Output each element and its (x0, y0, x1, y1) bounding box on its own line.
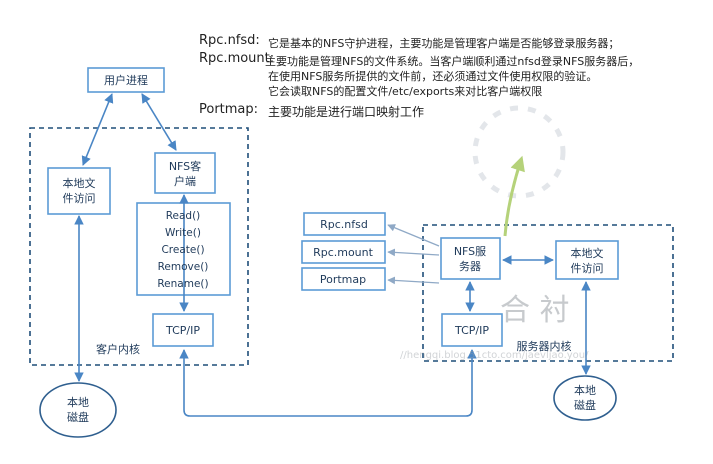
nfs-server-box (440, 237, 501, 280)
server-kernel-label: 服务器内核 (517, 339, 572, 353)
portmap-term: Portmap: (199, 102, 259, 117)
nfs-client-box (154, 152, 216, 194)
network-link (179, 349, 477, 417)
op-create: Create() (161, 244, 204, 256)
arrow-nfs-server-to-rpc-mount (387, 248, 440, 257)
client-tcpip-label: TCP/IP (165, 324, 200, 337)
nfs-server-label-1: NFS服 (454, 245, 486, 258)
rpc-mount-description-line2: 在使用NFS服务所提供的文件前，还必须通过文件使用权限的验证。 (268, 70, 598, 83)
client-disk (39, 382, 117, 438)
op-write: Write() (165, 227, 201, 239)
server-local-file-access-label-1: 本地文 (571, 246, 604, 260)
portmap-box (301, 267, 386, 291)
op-rename: Rename() (157, 278, 208, 290)
server-tcpip-label: TCP/IP (454, 324, 489, 337)
client-kernel-label: 客户内核 (96, 342, 140, 356)
rpc-nfsd-term: Rpc.nfsd: (199, 33, 260, 48)
watermark-chars: 合 衬 (500, 293, 570, 328)
rpc-mount-term: Rpc.mount: (199, 51, 275, 66)
server-local-file-access-label-2: 件访问 (571, 262, 604, 275)
rpc-nfsd-description: 它是基本的NFS守护进程，主要功能是管理客户端是否能够登录服务器； (268, 37, 620, 50)
rpc-mount-description-line3: 它会读取NFS的配置文件/etc/exports来对比客户端权限 (268, 85, 543, 98)
client-local-file-access-box (47, 167, 111, 215)
client-local-file-access-label-1: 本地文 (63, 176, 96, 190)
arrow-user-to-nfs-client (141, 93, 177, 151)
client-kernel-region (29, 127, 249, 366)
server-disk (553, 375, 617, 421)
server-kernel-region (422, 224, 674, 362)
server-disk-label-2: 磁盘 (574, 398, 596, 412)
portmap-label: Portmap (320, 273, 366, 286)
rpc-nfsd-box (303, 212, 386, 236)
portmap-description: 主要功能是进行端口映射工作 (268, 105, 425, 119)
green-watermark-arrow (503, 155, 525, 237)
nfs-server-label-2: 务器 (459, 260, 481, 273)
server-disk-label-1: 本地 (574, 383, 596, 397)
client-disk-label-2: 磁盘 (67, 410, 89, 424)
op-remove: Remove() (158, 261, 209, 273)
arrow-user-to-local (81, 93, 114, 166)
nfs-client-label-2: 户端 (174, 174, 196, 188)
user-process-box (87, 67, 165, 93)
watermark-circle (472, 105, 566, 199)
rpc-mount-label: Rpc.mount (313, 246, 374, 259)
rpc-mount-description-line1: 主要功能是管理NFS的文件系统。当客户端顺利通过nfsd登录NFS服务器后， (265, 55, 640, 68)
client-tcpip-box (152, 313, 214, 347)
nfs-client-label-1: NFS客 (169, 159, 201, 173)
rpc-mount-box (301, 240, 386, 264)
watermark-url: //hengqi.blog.51cto.com/jaevljao.you/ (400, 350, 589, 361)
server-tcpip-box (441, 313, 503, 347)
arrow-nfs-server-to-rpc-nfsd (387, 224, 440, 247)
op-read: Read() (166, 210, 201, 222)
user-process-label: 用户进程 (104, 73, 148, 87)
client-disk-label-1: 本地 (67, 395, 89, 409)
arrow-nfs-server-to-portmap (387, 276, 440, 285)
server-local-file-access-box (555, 240, 619, 280)
rpc-nfsd-label: Rpc.nfsd (320, 218, 368, 231)
client-local-file-access-label-2: 件访问 (63, 192, 96, 205)
